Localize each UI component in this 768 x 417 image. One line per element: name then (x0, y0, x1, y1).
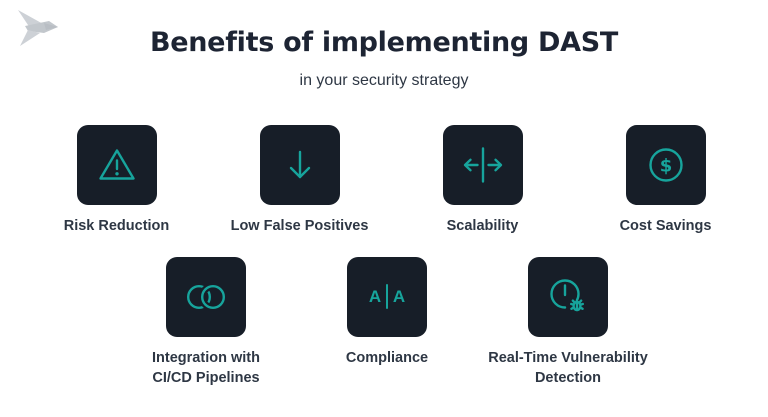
a-bar-a-icon: A A (368, 284, 406, 310)
benefit-tile: $ (625, 124, 706, 205)
dollar-glyph: $ (659, 155, 672, 176)
bug-glyph (570, 299, 584, 312)
dollar-circle-icon: $ (648, 148, 683, 182)
benefit-tile: A A (347, 256, 427, 337)
benefit-cicd-integration: Integration with CI/CD Pipelines (116, 256, 297, 388)
benefit-cost-savings: $ Cost Savings (574, 124, 757, 236)
benefit-scalability: Scalability (391, 124, 574, 236)
origami-bird-logo (18, 10, 58, 46)
linked-rings-icon (186, 282, 228, 312)
page-title: Benefits of implementing DAST (149, 27, 619, 58)
benefit-tile (259, 124, 340, 205)
benefit-label: Low False Positives (230, 217, 369, 234)
benefit-compliance: A A Compliance (297, 256, 478, 388)
header: Benefits of implementing DAST in your se… (0, 0, 768, 91)
benefit-tile (76, 124, 157, 205)
benefit-risk-reduction: Risk Reduction (25, 124, 208, 236)
benefits-row-2: Integration with CI/CD Pipelines A A Com… (3, 256, 768, 388)
expand-horizontal-icon (463, 147, 502, 183)
benefit-label: Compliance (345, 349, 429, 366)
benefit-low-false-positives: Low False Positives (208, 124, 391, 236)
benefit-label: Real-Time Vulnerability Detection (488, 349, 648, 386)
divider-bar (386, 284, 388, 310)
benefit-realtime-detection: Real-Time Vulnerability Detection (478, 256, 659, 388)
warning-triangle-icon (98, 149, 135, 180)
a-glyph-left: A (368, 287, 382, 307)
benefit-label: Risk Reduction (63, 217, 170, 234)
benefit-tile (442, 124, 523, 205)
clock-bug-icon (550, 279, 584, 312)
arrow-down-icon (289, 150, 310, 178)
a-glyph-right: A (392, 287, 406, 307)
benefit-tile (528, 256, 608, 337)
benefit-tile (166, 256, 246, 337)
benefit-label: Cost Savings (619, 217, 712, 234)
benefit-label: Integration with CI/CD Pipelines (152, 349, 260, 386)
page-subtitle: in your security strategy (299, 71, 469, 89)
benefits-row-1: Risk Reduction Low False Positives Scala… (7, 124, 768, 236)
benefit-label: Scalability (446, 217, 519, 234)
